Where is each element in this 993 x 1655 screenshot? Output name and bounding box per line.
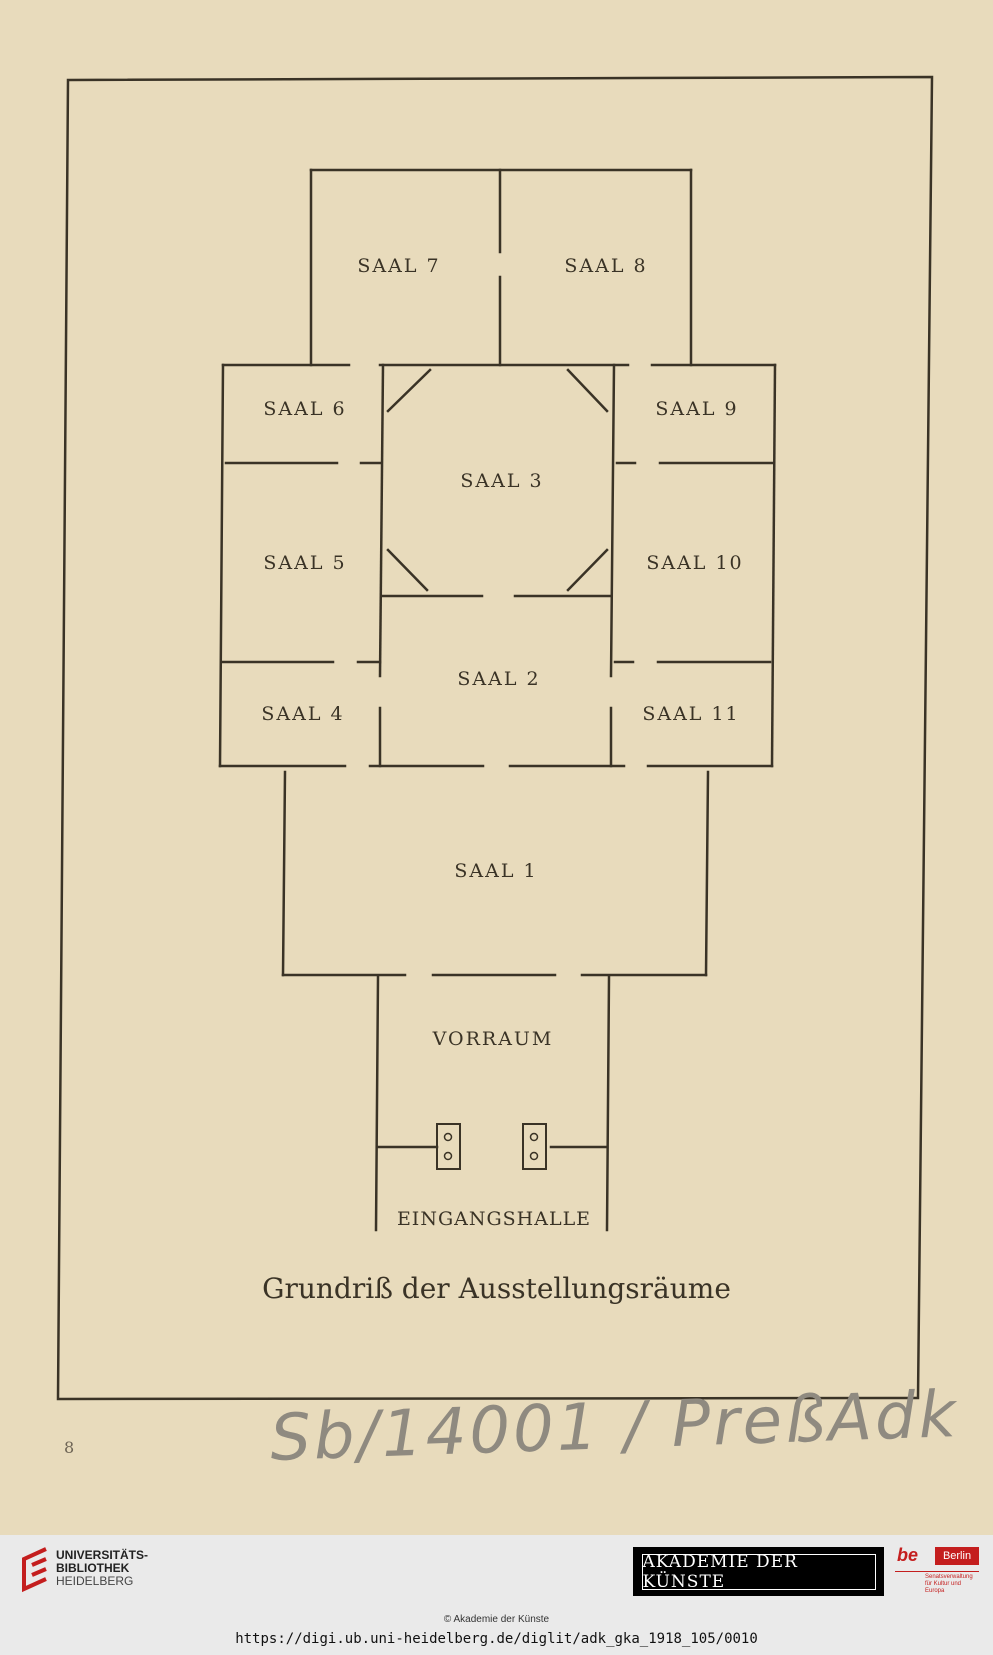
- copyright-notice: © Akademie der Künste: [443, 1614, 550, 1625]
- room-label-saal-9: SAAL 9: [655, 398, 739, 420]
- page-frame: [56, 75, 934, 1401]
- room-label-saal-10: SAAL 10: [646, 552, 744, 574]
- room-label-saal-7: SAAL 7: [357, 255, 441, 277]
- akademie-der-kuenste-logo[interactable]: AKADEMIE DER KÜNSTE: [633, 1547, 884, 1596]
- permalink-url[interactable]: https://digi.ub.uni-heidelberg.de/diglit…: [235, 1631, 758, 1647]
- floor-plan-drawing: [56, 75, 934, 1401]
- room-label-saal-1: SAAL 1: [454, 860, 538, 882]
- room-label-saal-11: SAAL 11: [642, 703, 740, 725]
- plan-caption: Grundriß der Ausstellungsräume: [262, 1272, 731, 1305]
- page-number: 8: [64, 1438, 75, 1457]
- library-name-line2: BIBLIOTHEK: [56, 1561, 130, 1575]
- room-label-saal-6: SAAL 6: [263, 398, 347, 420]
- room-label-saal-5: SAAL 5: [263, 552, 347, 574]
- berlin-logo-subtitle: Senatsverwaltung für Kultur und Europa: [925, 1574, 973, 1594]
- berlin-logo-tag: Berlin: [935, 1547, 979, 1565]
- library-city: HEIDELBERG: [56, 1574, 134, 1588]
- berlin-logo-divider: [895, 1571, 979, 1572]
- room-label-saal-4: SAAL 4: [261, 703, 345, 725]
- room-label-saal-2: SAAL 2: [457, 668, 541, 690]
- room-label-vorraum: VORRAUM: [432, 1028, 554, 1050]
- berlin-logo-be: be: [897, 1545, 919, 1565]
- library-name-line1: UNIVERSITÄTS-: [56, 1548, 149, 1562]
- room-label-saal-3: SAAL 3: [460, 470, 544, 492]
- scanned-page: [0, 0, 993, 1535]
- berlin-senate-logo[interactable]: be Berlin Senatsverwaltung für Kultur un…: [895, 1543, 979, 1601]
- room-label-saal-8: SAAL 8: [564, 255, 648, 277]
- ub-heidelberg-logo-icon[interactable]: [12, 1543, 52, 1595]
- room-label-eingangshalle: EINGANGSHALLE: [396, 1208, 592, 1230]
- ub-heidelberg-logo-text[interactable]: UNIVERSITÄTS- BIBLIOTHEK HEIDELBERG: [56, 1549, 148, 1588]
- akademie-logo-text: AKADEMIE DER KÜNSTE: [641, 1552, 876, 1592]
